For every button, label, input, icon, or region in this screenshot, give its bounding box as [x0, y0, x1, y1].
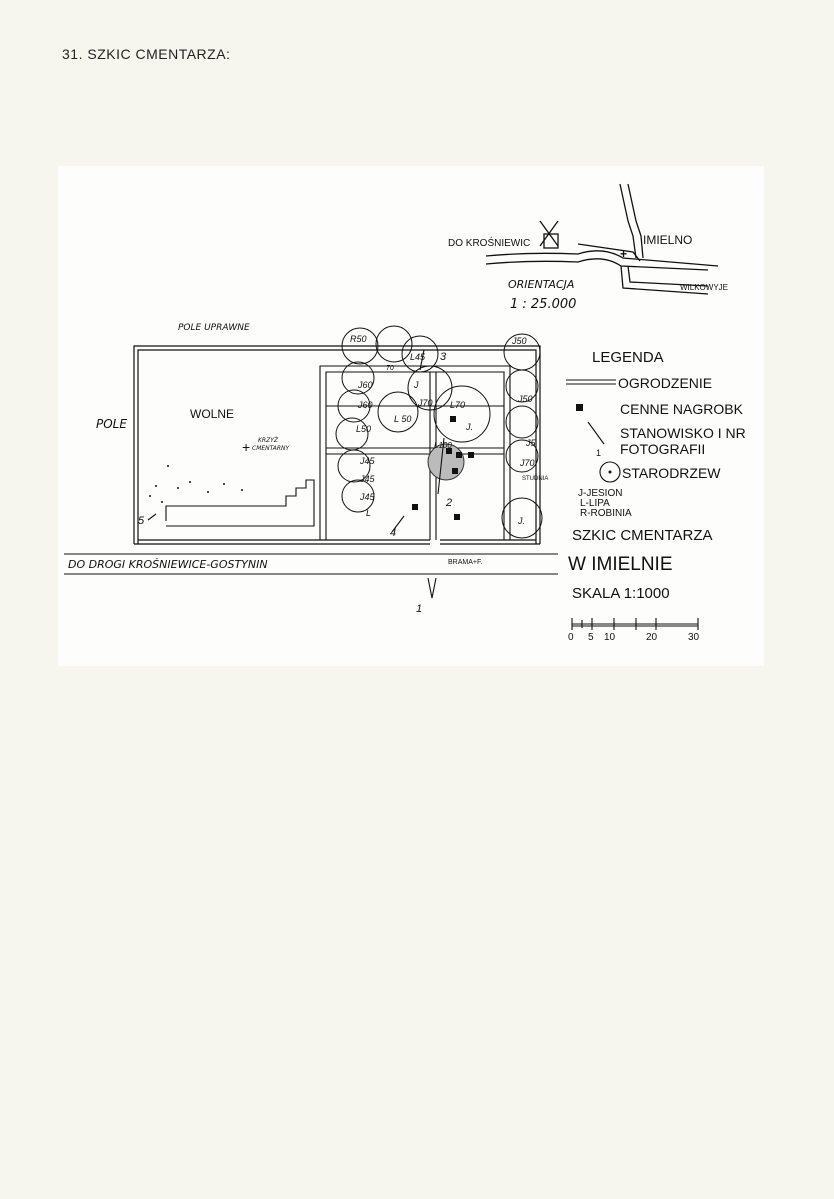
cemetery-plan — [133, 325, 543, 599]
tree-l50: L50 — [356, 424, 371, 434]
scale-20: 20 — [646, 632, 658, 643]
page-title: 31. SZKIC CMENTARZA: — [62, 46, 231, 62]
legend-key-r: R-ROBINIA — [580, 508, 632, 519]
label-field-left: POLE — [96, 417, 127, 431]
tree-j45c: J45 — [359, 492, 376, 502]
legend-key-l: L-LIPA — [580, 498, 610, 509]
tree-l45: L45 — [410, 352, 426, 362]
tree-j5: J5 — [525, 438, 537, 448]
orientation-label-krosniewice: DO KROŚNIEWIC — [448, 236, 530, 249]
tree-j60: J60 — [357, 380, 373, 390]
legend-gravestone-symbol — [576, 404, 583, 411]
scale-5: 5 — [588, 632, 594, 643]
orientation-label-wilkowyje: WILKOWYJE — [680, 283, 728, 292]
tree-j-small: J. — [465, 422, 473, 432]
tree-l100: L100 — [434, 441, 452, 450]
scale-bar-labels: 0 5 10 20 30 — [568, 632, 700, 643]
orientation-label: ORIENTACJA — [508, 278, 574, 291]
tree-j60b: J60 — [357, 400, 373, 410]
tree-j70-r: J70 — [519, 458, 535, 468]
legend-fence-symbol — [566, 379, 616, 385]
tree-r50: R50 — [350, 334, 367, 344]
tree-j50-r: J50 — [517, 394, 533, 404]
tree-j45a: J45 — [359, 456, 376, 466]
label-gate: BRAMA+F. — [448, 559, 482, 566]
caption-line2: W IMIELNIE — [568, 554, 673, 575]
tree-j70: J70 — [417, 398, 433, 408]
tree-l70: L70 — [450, 400, 465, 410]
scale-10: 10 — [604, 632, 616, 643]
caption-line1: SZKIC CMENTARZA — [572, 527, 713, 544]
cross-icon: + — [242, 439, 250, 455]
label-field-top: POLE UPRAWNE — [178, 323, 250, 333]
legend-old-tree-dot — [608, 470, 612, 474]
tree-70: 70 — [386, 365, 394, 372]
scale-30: 30 — [688, 632, 700, 643]
label-road: DO DROGI KROŚNIEWICE-GOSTYNIN — [68, 558, 268, 571]
sketch-panel: DO KROŚNIEWIC IMIELNO + WILKOWYJE ORIENT… — [58, 166, 764, 666]
gravestones — [412, 416, 474, 520]
tree-crowns — [335, 325, 543, 539]
label-cross-line1: KRZYŻ — [258, 437, 279, 444]
scale-0: 0 — [568, 632, 574, 643]
legend-fence: OGRODZENIE — [618, 375, 712, 391]
tree-j50-top: J50 — [511, 336, 527, 346]
label-free: WOLNE — [190, 407, 234, 421]
legend-title: LEGENDA — [592, 349, 664, 366]
tree-j45b: J45 — [359, 474, 376, 484]
fence-outline — [133, 345, 541, 545]
legend-old-tree-symbol — [599, 461, 621, 483]
label-well: STUDNIA — [522, 476, 548, 482]
tree-l-low: L — [366, 508, 371, 518]
legend-photo-num: 1 — [596, 448, 601, 458]
tree-j-a: J — [413, 380, 419, 390]
legend-photo-line2: FOTOGRAFII — [620, 441, 705, 457]
scale-bar — [571, 618, 699, 630]
free-area-dots — [149, 465, 243, 503]
cemetery-sketch: DO KROŚNIEWIC IMIELNO + WILKOWYJE ORIENT… — [64, 183, 746, 643]
inner-walls — [319, 365, 511, 540]
tree-labels: R50 L45 J50 70 J60 J60 J J70 L70 J50 L 5… — [350, 334, 537, 526]
legend-key-j: J-JESION — [578, 488, 622, 499]
photo-point-2: 2 — [445, 497, 452, 509]
legend-old-trees: STARODRZEW — [622, 465, 721, 481]
photo-point-numbers: 1 2 3 4 5 — [138, 351, 452, 615]
orientation-label-imielno: IMIELNO — [643, 233, 692, 247]
photo-point-5: 5 — [138, 515, 145, 527]
orientation-map — [485, 183, 719, 295]
label-cross-line2: CMENTARNY — [252, 445, 291, 452]
legend-photo-symbol — [587, 421, 605, 445]
photo-point-3: 3 — [440, 351, 447, 363]
tree-j-bottom: J. — [517, 516, 525, 526]
photo-point-4: 4 — [390, 527, 396, 539]
road — [64, 553, 558, 575]
legend-photo-line1: STANOWISKO I NR — [620, 425, 746, 441]
legend: LEGENDA OGRODZENIE CENNE NAGROBK 1 STANO… — [566, 349, 746, 519]
orientation-village-mark: + — [620, 247, 627, 261]
caption-scale: SKALA 1:1000 — [572, 585, 670, 602]
orientation-scale: 1 : 25.000 — [510, 297, 576, 312]
tree-l50-mid: L 50 — [394, 414, 411, 424]
steps — [165, 479, 315, 527]
legend-gravestones: CENNE NAGROBK — [620, 401, 744, 417]
photo-arrows — [147, 349, 445, 599]
photo-point-1: 1 — [416, 603, 422, 615]
